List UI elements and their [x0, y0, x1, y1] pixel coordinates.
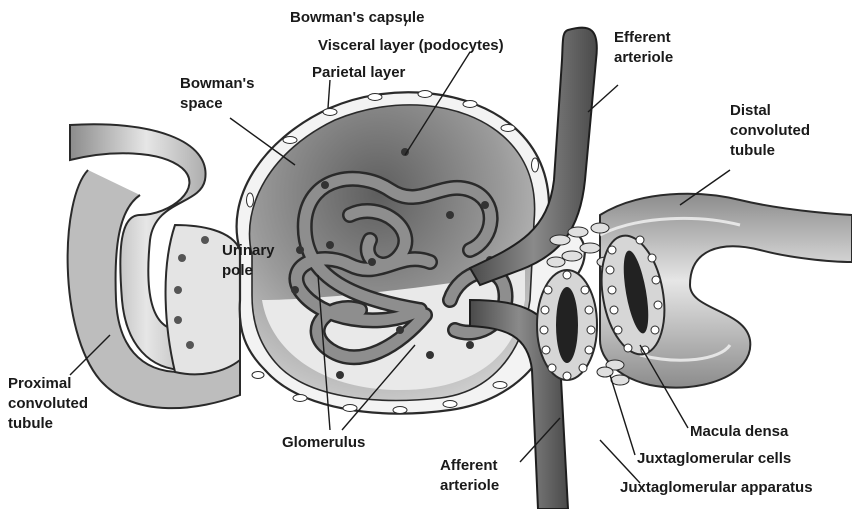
- label-urinary-line2: pole: [222, 262, 253, 279]
- afferent-cross-section: [537, 270, 597, 380]
- label-distal-line3: tubule: [730, 142, 775, 159]
- label-distal-line1: Distal: [730, 102, 771, 119]
- label-juxtaglomerular-cells: Juxtaglomerular cells: [637, 450, 791, 467]
- label-proximal-line1: Proximal: [8, 375, 71, 392]
- label-macula-densa: Macula densa: [690, 423, 789, 440]
- label-parietal-layer: Parietal layer: [312, 64, 406, 81]
- label-visceral-layer: Visceral layer (podocytes): [318, 37, 504, 54]
- label-afferent-line1: Afferent: [440, 457, 498, 474]
- label-proximal-line3: tubule: [8, 415, 53, 432]
- label-efferent-line2: arteriole: [614, 49, 673, 66]
- label-urinary-line1: Urinary: [222, 242, 275, 259]
- label-distal-line2: convoluted: [730, 122, 810, 139]
- label-efferent-line1: Efferent: [614, 29, 671, 46]
- label-juxtaglomerular-apparatus: Juxtaglomerular apparatus: [620, 479, 813, 496]
- label-bowmans-space-line1: Bowman's: [180, 75, 254, 92]
- label-glomerulus: Glomerulus: [282, 434, 365, 451]
- label-bowmans-capsule: Bowman's capsule: [290, 9, 424, 26]
- label-proximal-line2: convoluted: [8, 395, 88, 412]
- label-afferent-line2: arteriole: [440, 477, 499, 494]
- label-bowmans-space-line2: space: [180, 95, 223, 112]
